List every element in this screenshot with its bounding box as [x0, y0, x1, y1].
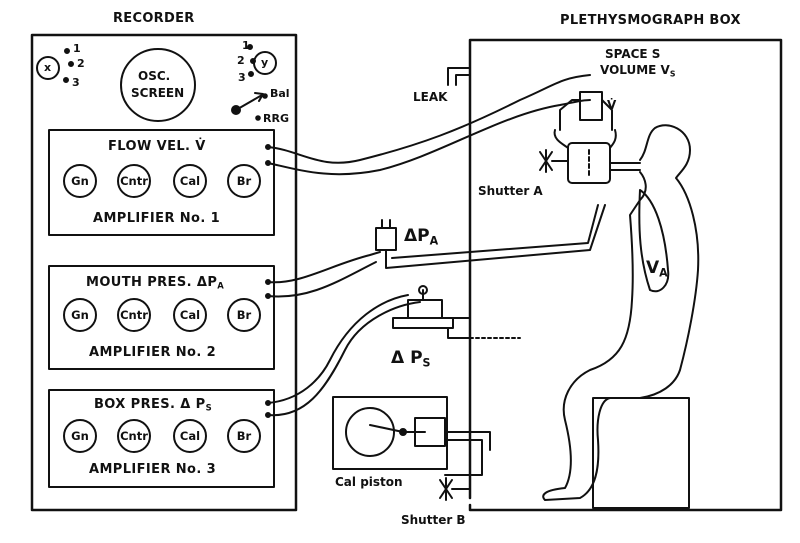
amplifier-2-name: AMPLIFIER No. 2 [89, 345, 217, 360]
seat [592, 397, 690, 509]
cal-piston-wheel [345, 407, 395, 457]
recorder-title: RECORDER [113, 11, 195, 26]
osc-screen-label-1: OSC. [138, 69, 171, 83]
amplifier-1-center-knob: Cntr [117, 164, 151, 198]
box-wall [468, 38, 783, 512]
amplifier-3-bridge-knob: Br [227, 419, 261, 453]
amplifier-2-signal: MOUTH PRES. ΔPA [86, 275, 225, 291]
rrg-label: RRG [263, 112, 289, 125]
box-pressure-label: Δ PS [391, 348, 431, 370]
volume-label: VOLUME VS [600, 63, 676, 79]
x-selector-label: x [44, 61, 52, 74]
x-position-1: 1 [73, 42, 81, 55]
lung [638, 189, 670, 293]
shutter-a-label: Shutter A [478, 184, 543, 198]
y-selector-label: y [261, 56, 269, 69]
osc-screen [120, 48, 196, 122]
x-position-3: 3 [72, 76, 80, 89]
subject-silhouette [542, 124, 700, 501]
box-title: PLETHYSMOGRAPH BOX [560, 13, 741, 28]
amplifier-2-center-knob: Cntr [117, 298, 151, 332]
alveolar-volume-label: VA [646, 258, 668, 280]
amplifier-3-name: AMPLIFIER No. 3 [89, 462, 217, 477]
x-selector [36, 56, 60, 80]
amplifier-2-cal-knob: Cal [173, 298, 207, 332]
amplifier-3-center-knob: Cntr [117, 419, 151, 453]
mouth-pressure-label: ΔPA [404, 226, 439, 248]
y-position-1: 1 [242, 39, 250, 52]
amplifier-3-cal-knob: Cal [173, 419, 207, 453]
flow-meter [579, 91, 603, 121]
x-position-2: 2 [77, 57, 85, 70]
amplifier-1-signal: FLOW VEL. V̇ [108, 139, 206, 154]
bal-label: Bal [270, 87, 290, 100]
y-position-3: 3 [238, 71, 246, 84]
amplifier-1-cal-knob: Cal [173, 164, 207, 198]
leak-label: LEAK [413, 90, 448, 104]
amplifier-1-gain-knob: Gn [63, 164, 97, 198]
amplifier-3-signal: BOX PRES. Δ PS [94, 397, 213, 413]
recorder-panel [30, 33, 298, 512]
amplifier-2-bridge-knob: Br [227, 298, 261, 332]
flow-symbol: V̇ [607, 98, 617, 112]
cal-piston-label: Cal piston [335, 475, 403, 489]
amplifier-3-box [48, 389, 275, 488]
amplifier-1-box [48, 129, 275, 236]
mouth-pressure-transducer [375, 227, 397, 251]
amplifier-1-name: AMPLIFIER No. 1 [93, 211, 221, 226]
osc-screen-label-2: SCREEN [131, 86, 185, 100]
shutter-b-label: Shutter B [401, 513, 466, 527]
amplifier-2-gain-knob: Gn [63, 298, 97, 332]
leak-tube [447, 67, 471, 86]
amplifier-1-bridge-knob: Br [227, 164, 261, 198]
space-label: SPACE S [605, 47, 661, 61]
cal-piston-box [332, 396, 448, 470]
y-position-2: 2 [237, 54, 245, 67]
amplifier-3-gain-knob: Gn [63, 419, 97, 453]
amplifier-2-box [48, 265, 275, 370]
